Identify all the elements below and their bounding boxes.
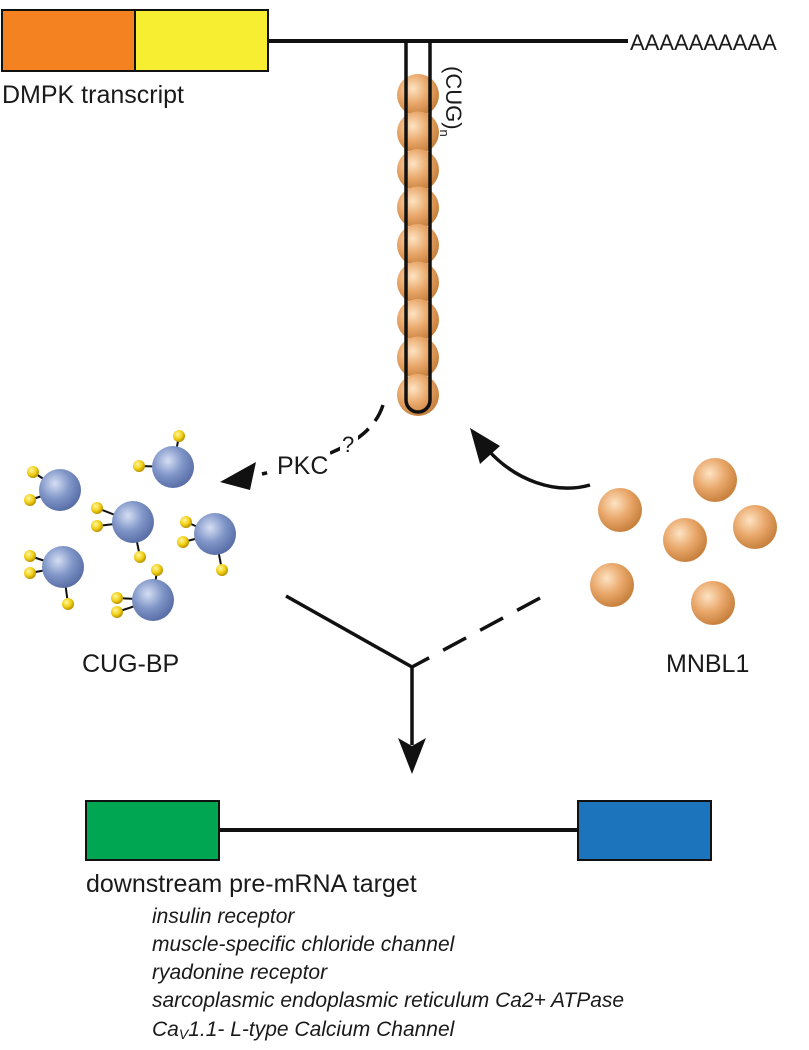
cug-repeat-hairpin: (CUG)n bbox=[397, 41, 466, 416]
phosphate-group bbox=[111, 592, 123, 604]
target-exon-green bbox=[85, 800, 220, 861]
phosphate-group bbox=[180, 516, 192, 528]
cugbp-sphere bbox=[152, 446, 194, 488]
gene-calcium-channel: CaV1.1- L-type Calcium Channel bbox=[152, 1018, 456, 1042]
phosphate-group bbox=[151, 564, 163, 576]
mnbl1-protein bbox=[598, 488, 642, 532]
mnbl1-protein bbox=[663, 518, 707, 562]
mnbl1-protein bbox=[691, 581, 735, 625]
cugbp-sphere bbox=[194, 513, 236, 555]
dmpk-exon-orange bbox=[1, 9, 136, 72]
hairpin-mnbl1-bead bbox=[397, 299, 439, 341]
cugbp-sphere bbox=[42, 546, 84, 588]
mnbl1-dashed-line bbox=[411, 596, 541, 669]
phosphate-group bbox=[91, 520, 103, 532]
hairpin-mnbl1-bead bbox=[397, 336, 439, 379]
pkc-label-bg bbox=[270, 448, 330, 482]
mnbl1-arrowhead bbox=[470, 428, 500, 464]
convergence-lines bbox=[285, 594, 541, 774]
phosphate-group bbox=[62, 598, 74, 610]
hairpin-mnbl1-bead bbox=[397, 74, 439, 116]
phosphate-group bbox=[133, 460, 145, 472]
cugbp-solid-line bbox=[285, 594, 413, 669]
phosphate-group bbox=[177, 536, 189, 548]
phosphate-group bbox=[173, 430, 185, 442]
mnbl1-curve bbox=[486, 448, 591, 490]
cugbp-sphere bbox=[132, 579, 174, 621]
mnbl1-protein bbox=[693, 458, 737, 502]
cugbp-label: CUG-BP bbox=[82, 650, 179, 678]
cugbp-protein bbox=[133, 430, 194, 488]
hairpin-mnbl1-bead bbox=[397, 111, 439, 154]
phosphate-group bbox=[216, 564, 228, 576]
question-bg bbox=[340, 432, 358, 456]
mnbl1-label: MNBL1 bbox=[666, 650, 749, 678]
phosphate-group bbox=[24, 494, 36, 506]
pkc-pathway: PKC ? bbox=[220, 404, 385, 490]
hairpin-strand bbox=[404, 41, 432, 414]
phosphate-group bbox=[134, 551, 146, 563]
polya-tail: AAAAAAAAAA bbox=[630, 30, 777, 55]
dmpk-transcript-label: DMPK transcript bbox=[2, 81, 184, 109]
cugbp-protein bbox=[177, 513, 236, 576]
cugbp-cluster bbox=[24, 430, 236, 621]
hairpin-mnbl1-bead bbox=[397, 186, 439, 229]
phosphate-group bbox=[24, 550, 36, 562]
downstream-target: downstream pre-mRNA target insulin recep… bbox=[85, 800, 712, 1042]
mnbl1-protein bbox=[733, 505, 777, 549]
gene-insulin-receptor: insulin receptor bbox=[152, 905, 295, 928]
target-label: downstream pre-mRNA target bbox=[86, 870, 417, 898]
mnbl1-protein bbox=[590, 563, 634, 607]
pkc-arrowhead bbox=[220, 462, 256, 490]
mnbl1-cluster bbox=[590, 458, 777, 625]
phosphate-group bbox=[111, 606, 123, 618]
pkc-label: PKC bbox=[277, 452, 328, 480]
phosphate-group bbox=[91, 502, 103, 514]
cugbp-protein bbox=[24, 546, 84, 610]
dmpk-transcript: AAAAAAAAAA DMPK transcript bbox=[1, 9, 777, 109]
hairpin-mnbl1-bead bbox=[397, 374, 439, 416]
hairpin-mnbl1-bead bbox=[397, 224, 439, 266]
hairpin-mnbl1-bead bbox=[397, 261, 439, 304]
cugbp-sphere bbox=[112, 501, 154, 543]
phosphate-group bbox=[24, 567, 36, 579]
gene-ryanodine-receptor: ryadonine receptor bbox=[152, 961, 328, 984]
gene-serca: sarcoplasmic endoplasmic reticulum Ca2+ … bbox=[152, 989, 624, 1012]
target-exon-blue bbox=[577, 800, 712, 861]
cugbp-protein bbox=[111, 564, 174, 621]
hairpin-bead-stack bbox=[397, 74, 439, 416]
hairpin-mnbl1-bead bbox=[397, 149, 439, 191]
dmpk-exon-yellow bbox=[134, 9, 269, 72]
cugbp-protein bbox=[91, 501, 154, 563]
uncertain-question-mark: ? bbox=[342, 432, 354, 457]
mnbl1-sequestration-arrow bbox=[470, 428, 591, 490]
cug-repeat-label: (CUG)n bbox=[437, 66, 466, 137]
gene-chloride-channel: muscle-specific chloride channel bbox=[152, 933, 456, 956]
cugbp-protein bbox=[24, 466, 81, 511]
cugbp-sphere bbox=[39, 469, 81, 511]
down-arrowhead bbox=[398, 738, 426, 774]
phosphate-group bbox=[27, 466, 39, 478]
